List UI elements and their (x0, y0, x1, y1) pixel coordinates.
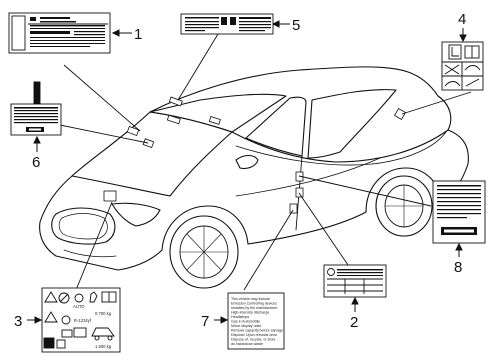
fan-icon (74, 293, 84, 303)
label-6-sunvisor-label (10, 81, 62, 136)
car-front-side-window (245, 96, 307, 157)
callout-2: 2 (350, 314, 358, 331)
label-1-tire-placard (8, 12, 111, 54)
label-3-weight-top: 0.700 kg (95, 311, 112, 316)
battery-icon (61, 329, 73, 338)
callout-7: 7 (201, 313, 209, 330)
label-4-rear-window-label (441, 41, 484, 91)
car-door-crease (235, 157, 381, 197)
car-headlight (111, 202, 161, 227)
car-hood (71, 111, 233, 197)
car-rear-side-window (307, 89, 397, 159)
seat-icon (448, 44, 462, 60)
marker-door-jamb-mid (295, 187, 304, 198)
label-7-line: This vehicle may include (231, 297, 270, 301)
label-7-line: Emission Controlling devices (231, 302, 277, 306)
marker-windshield-left (168, 96, 183, 107)
callout-numbers: 1 5 4 6 3 7 2 8 (14, 11, 466, 331)
car-rear-rim-spokes (384, 184, 424, 228)
car-label-markers (103, 96, 407, 214)
car-side-mirror (235, 154, 259, 170)
label-3-underhood-label: AUTO R-1234yf 0.700 kg 1.500 kg (41, 287, 121, 353)
label-8-certification-label (432, 180, 486, 244)
label-7-line: Installed by the manufacturer: (231, 306, 278, 310)
car-roof-line (149, 66, 439, 113)
label-7-line: as hazardous waste (231, 342, 263, 346)
callout-arrows (27, 20, 467, 324)
car-grille-inner (58, 213, 108, 240)
marker-dash (126, 125, 140, 137)
car-rear-tire (375, 175, 433, 237)
sun-icon (61, 315, 71, 325)
marker-hood-left (142, 138, 155, 149)
callout-1: 1 (134, 26, 142, 43)
car-front-rim-spokes (179, 225, 229, 279)
callout-8: 8 (454, 259, 462, 276)
car-body-side (231, 95, 452, 163)
callout-4: 4 (458, 11, 466, 28)
car-rocker-line (247, 211, 367, 245)
warning-triangle-icon (44, 291, 58, 303)
callout-5: 5 (292, 17, 300, 34)
car-illustration (39, 66, 469, 289)
label-7-line: Dispose of, recycle, or store (231, 338, 276, 342)
mechanic-icon (89, 291, 98, 303)
label-7-line: Gas in Automobile (231, 320, 260, 324)
car-grille (51, 207, 116, 245)
car-silhouette-icon (91, 327, 115, 337)
marker-door-jamb-low (289, 203, 298, 214)
car-front-nose (39, 175, 163, 271)
label-7-line: Dispose! Upon removal once (231, 333, 277, 337)
label-7-line: Mirror display units (231, 324, 261, 328)
warning-triangle-icon-2 (44, 311, 58, 323)
car-front-tire (169, 215, 239, 289)
marker-windshield-right (208, 116, 221, 125)
car-beltline (235, 131, 447, 166)
label-7-line: Headlamps (231, 315, 249, 319)
compressor-icon (73, 327, 87, 338)
callout-3: 3 (14, 313, 22, 330)
label-3-refrigerant: R-1234yf (74, 318, 92, 323)
callout-6: 6 (32, 154, 40, 171)
leader-lines (59, 33, 472, 291)
marker-rear-window (393, 107, 407, 121)
label-7-line: High-intensity discharge (231, 311, 269, 315)
marker-engine (103, 190, 117, 202)
label-3-auto: AUTO (73, 304, 85, 309)
label-5-windshield-label (180, 13, 274, 35)
car-front-wheel-arch (161, 205, 249, 251)
label-3-weight-bottom: 1.500 kg (95, 344, 112, 349)
marker-windshield-mid (166, 114, 181, 125)
label-2-door-jamb-label (323, 264, 387, 298)
label-7-line: Remove capacity before salvage (231, 329, 283, 333)
